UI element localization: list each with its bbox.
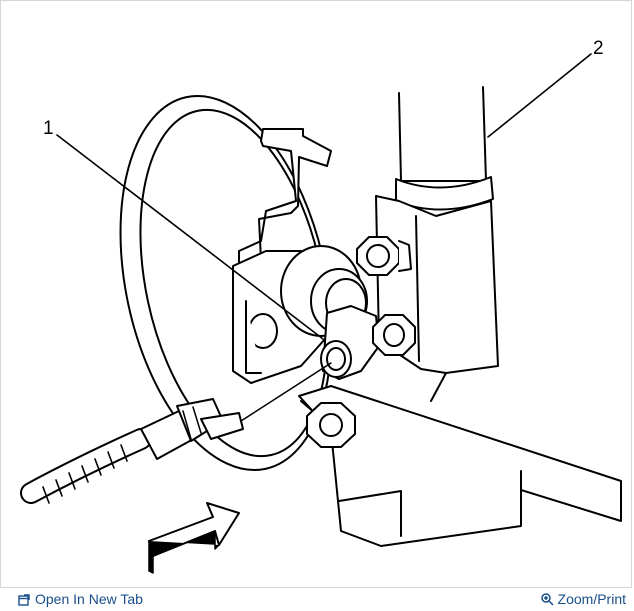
strut-bolt-upper [356, 236, 412, 276]
brake-cable-diagram [20, 53, 622, 574]
lower-control-arm [298, 372, 622, 547]
zoom-print-label: Zoom/Print [557, 591, 626, 607]
callout-1: 1 [43, 118, 54, 139]
open-new-tab-icon [18, 593, 30, 606]
control-arm-bolt [306, 402, 356, 448]
leader-lines [56, 53, 592, 340]
callout-2: 2 [593, 38, 604, 59]
direction-arrow [148, 502, 240, 574]
diagram-frame: 1 2 [0, 0, 632, 588]
parking-brake-cable [20, 362, 332, 504]
zoom-icon [540, 593, 554, 606]
zoom-print-link[interactable]: Zoom/Print [540, 591, 626, 607]
strut-bolt-lower [372, 314, 416, 356]
cable-end-fitting [320, 305, 380, 380]
leader-line-2 [487, 53, 592, 138]
leader-line-1 [56, 134, 324, 340]
open-new-tab-label: Open In New Tab [35, 591, 143, 607]
open-new-tab-link[interactable]: Open In New Tab [18, 591, 143, 607]
image-footer: Open In New Tab Zoom/Print [0, 588, 634, 611]
